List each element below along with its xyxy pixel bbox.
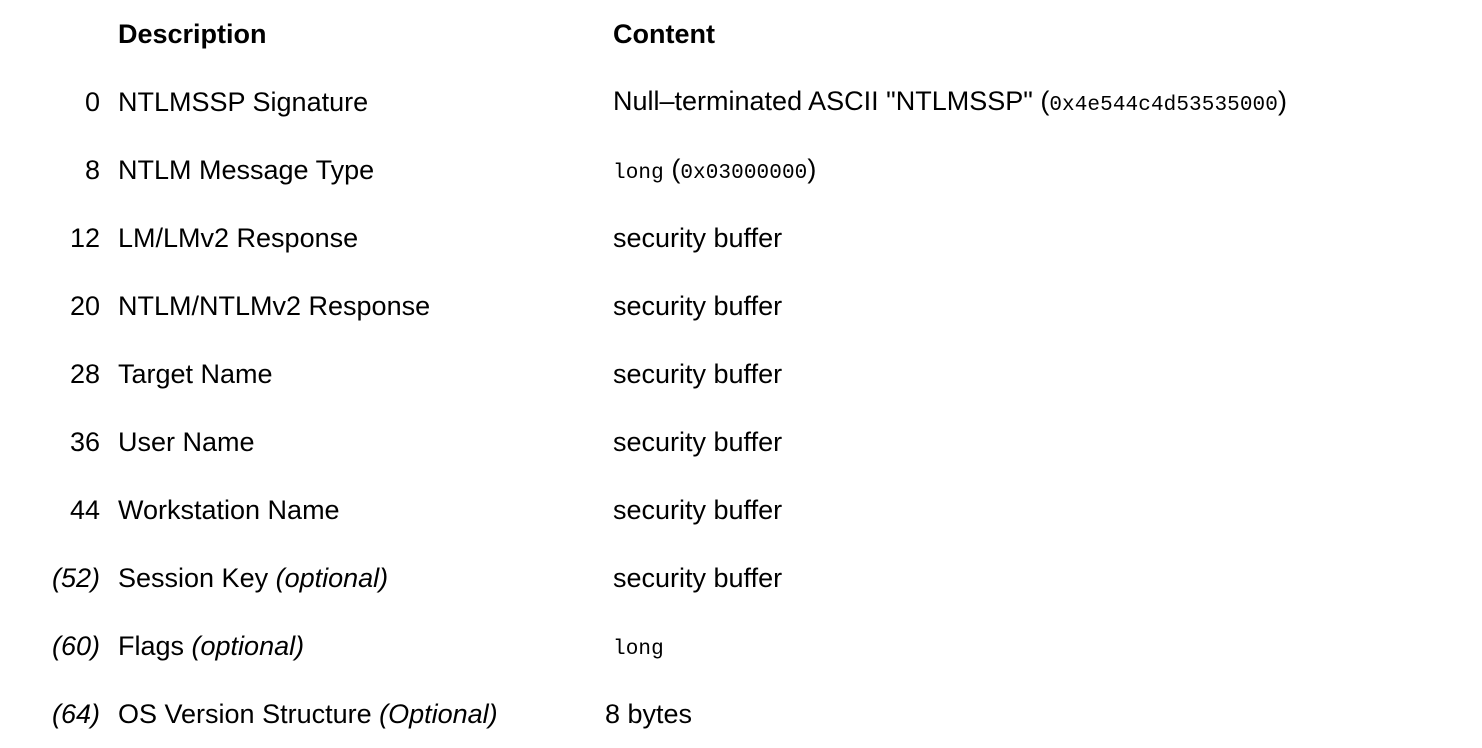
table-row: (64)OS Version Structure (Optional)8 byt… bbox=[0, 680, 1482, 748]
paren-open: ( bbox=[671, 154, 681, 184]
table-row: 36 User Name security buffer bbox=[0, 408, 1482, 476]
table-row: 12 LM/LMv2 Response security buffer bbox=[0, 204, 1482, 272]
cell-offset: 12 bbox=[69, 222, 100, 253]
content-text: security buffer bbox=[613, 562, 783, 593]
cell-offset: 44 bbox=[69, 494, 100, 525]
content-hex-value: 0x03000000 bbox=[680, 162, 808, 185]
cell-description: LM/LMv2 Response bbox=[100, 204, 595, 272]
description-text: LM/LMv2 Response bbox=[118, 222, 359, 253]
cell-content: security buffer bbox=[595, 340, 1482, 408]
cell-offset: (64) bbox=[51, 698, 100, 729]
description-text: Workstation Name bbox=[118, 494, 340, 525]
cell-description: User Name bbox=[100, 408, 595, 476]
description-text: NTLMSSP Signature bbox=[118, 86, 369, 117]
cell-content: Null–terminated ASCII "NTLMSSP" (0x4e544… bbox=[595, 68, 1482, 136]
cell-offset: 36 bbox=[69, 426, 100, 457]
paren-close: ) bbox=[807, 154, 817, 184]
content-type-mono: long bbox=[613, 638, 664, 661]
cell-description: Target Name bbox=[100, 340, 595, 408]
table-header: Description Content bbox=[0, 0, 1482, 68]
cell-offset: (52) bbox=[51, 562, 100, 593]
content-type-mono: long bbox=[613, 162, 664, 185]
cell-description: Workstation Name bbox=[100, 476, 595, 544]
cell-description: OS Version Structure (Optional) bbox=[100, 680, 595, 748]
content-text: security buffer bbox=[613, 222, 783, 253]
cell-content: security buffer bbox=[595, 204, 1482, 272]
table-row: 44 Workstation Name security buffer bbox=[0, 476, 1482, 544]
column-header-description: Description bbox=[118, 18, 267, 49]
table-row: 8 NTLM Message Type long (0x03000000) bbox=[0, 136, 1482, 204]
cell-content: 8 bytes bbox=[595, 680, 1482, 748]
paren-close: ) bbox=[1277, 86, 1287, 116]
description-text: Target Name bbox=[118, 358, 273, 389]
content-hex-value: 0x4e544c4d53535000 bbox=[1049, 94, 1278, 117]
table-row: (52)Session Key (optional)security buffe… bbox=[0, 544, 1482, 612]
table-body: 0 NTLMSSP Signature Null–terminated ASCII … bbox=[0, 68, 1482, 748]
description-optional-flag: (optional) bbox=[191, 630, 305, 661]
table-row: (60)Flags (optional)long bbox=[0, 612, 1482, 680]
content-text: security buffer bbox=[613, 494, 783, 525]
column-header-offset bbox=[0, 0, 100, 68]
cell-content: long (0x03000000) bbox=[595, 136, 1482, 204]
content-text: security buffer bbox=[613, 426, 783, 457]
table-row: 20 NTLM/NTLMv2 Response security buffer bbox=[0, 272, 1482, 340]
description-text: NTLM/NTLMv2 Response bbox=[118, 290, 431, 321]
description-text: Session Key bbox=[118, 562, 276, 593]
cell-content: security buffer bbox=[595, 476, 1482, 544]
cell-offset: 28 bbox=[69, 358, 100, 389]
description-text: Flags bbox=[118, 630, 192, 661]
cell-offset: 8 bbox=[84, 154, 100, 185]
cell-content: security buffer bbox=[595, 272, 1482, 340]
cell-description: Flags (optional) bbox=[100, 612, 595, 680]
cell-offset: (60) bbox=[51, 630, 100, 661]
description-optional-flag: (optional) bbox=[275, 562, 389, 593]
cell-description: Session Key (optional) bbox=[100, 544, 595, 612]
description-optional-flag: (Optional) bbox=[379, 698, 498, 729]
content-text: security buffer bbox=[613, 358, 783, 389]
cell-content: long bbox=[595, 612, 1482, 680]
cell-offset: 0 bbox=[84, 86, 100, 117]
cell-description: NTLM/NTLMv2 Response bbox=[100, 272, 595, 340]
cell-offset: 20 bbox=[69, 290, 100, 321]
content-text: Null–terminated ASCII "NTLMSSP" bbox=[613, 86, 1041, 116]
description-text: User Name bbox=[118, 426, 255, 457]
description-text: NTLM Message Type bbox=[118, 154, 375, 185]
table-row: 0 NTLMSSP Signature Null–terminated ASCII … bbox=[0, 68, 1482, 136]
content-text: security buffer bbox=[613, 290, 783, 321]
table-header-row: Description Content bbox=[0, 0, 1482, 68]
cell-content: security buffer bbox=[595, 408, 1482, 476]
paren-open: ( bbox=[1040, 86, 1050, 116]
description-text: OS Version Structure bbox=[118, 698, 380, 729]
table-row: 28 Target Name security buffer bbox=[0, 340, 1482, 408]
column-header-content: Content bbox=[613, 18, 715, 49]
content-text: 8 bytes bbox=[605, 698, 693, 729]
cell-description: NTLM Message Type bbox=[100, 136, 595, 204]
cell-description: NTLMSSP Signature bbox=[100, 68, 595, 136]
cell-content: security buffer bbox=[595, 544, 1482, 612]
